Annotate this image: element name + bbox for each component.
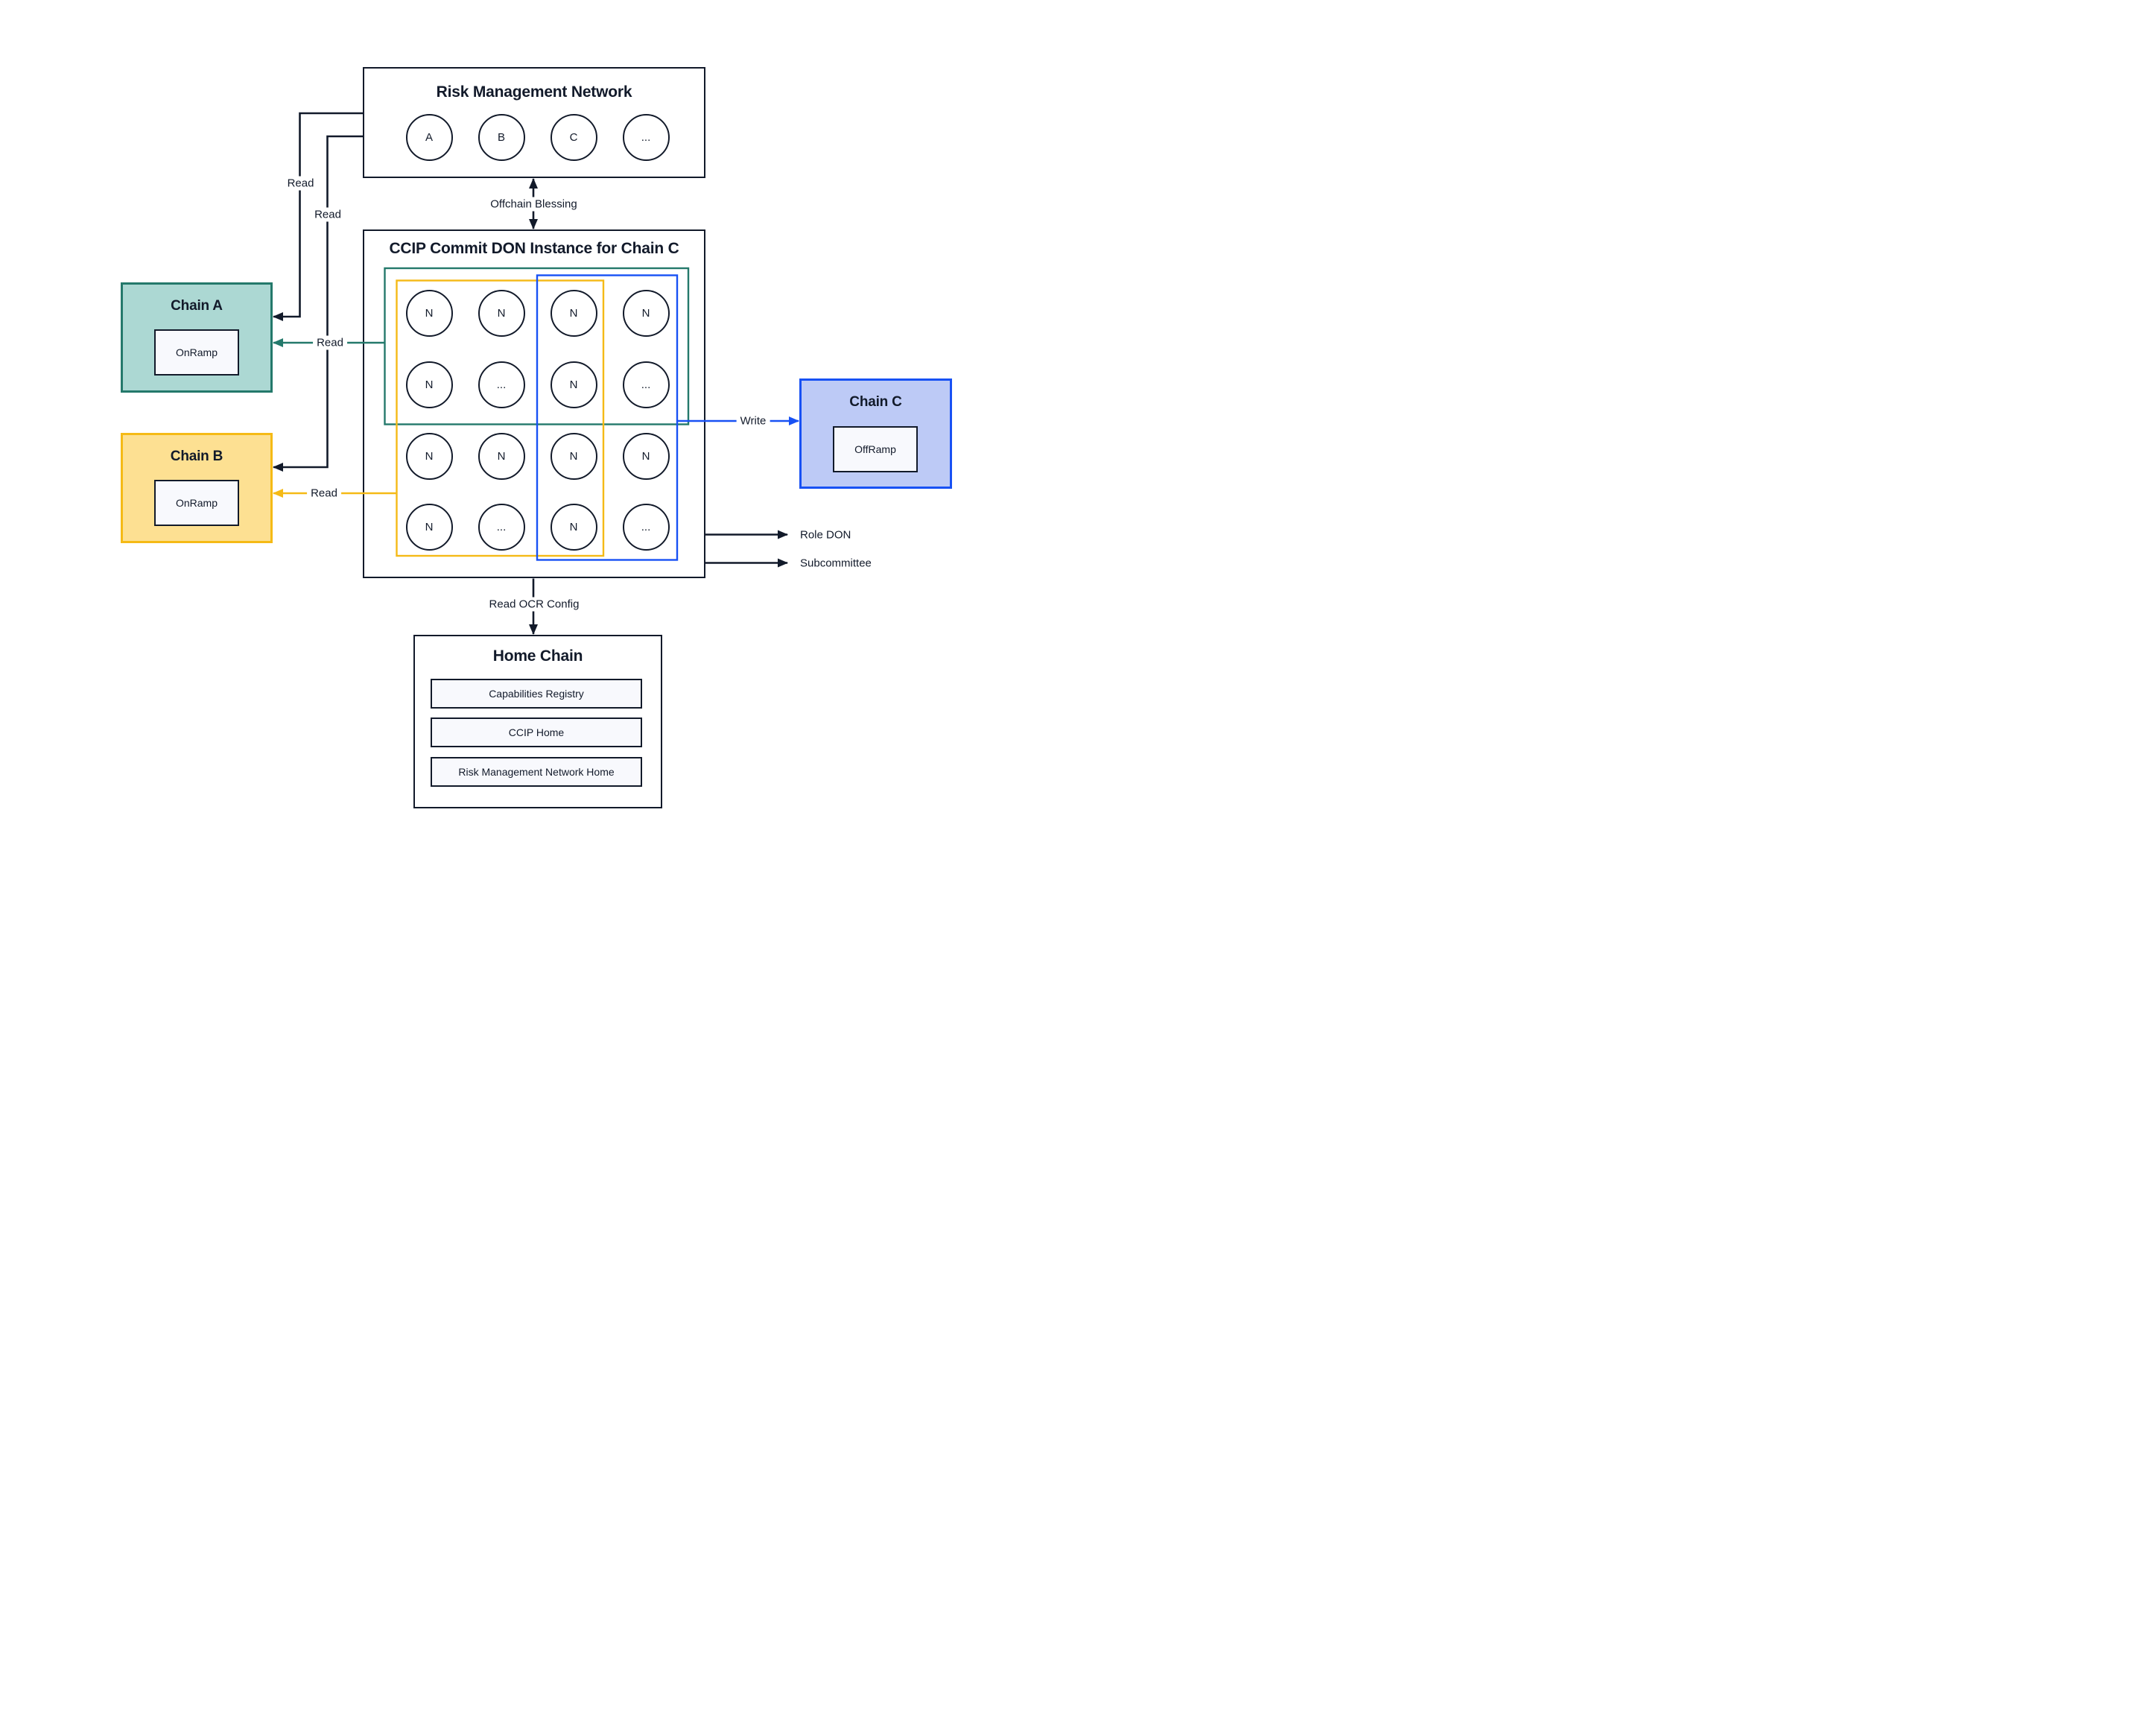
don-node-label: N [569,306,578,320]
don-node-label: N [425,378,434,391]
ccip-home-label: CCIP Home [508,726,565,738]
rmn-node-b-label: B [497,131,505,144]
home-chain-box: Home Chain Capabilities Registry CCIP Ho… [413,635,662,808]
don-node-label: N [641,449,650,463]
don-node-label: ... [641,520,651,533]
ccip-home-box: CCIP Home [431,717,642,747]
rmn-title: Risk Management Network [436,83,632,101]
label-role-don: Role DON [800,528,851,541]
label-read-don-a: Read [313,335,347,350]
don-node-label: ... [496,520,507,533]
don-node-r4c3: N [550,503,597,551]
don-node-r2c4: ... [622,361,670,408]
don-node-label: ... [641,378,651,391]
don-node-r2c1: N [405,361,453,408]
label-offchain-blessing: Offchain Blessing [486,197,581,212]
home-chain-title: Home Chain [492,647,583,665]
capabilities-registry-box: Capabilities Registry [431,679,642,709]
chain-c-offramp-label: OffRamp [854,443,896,455]
don-node-label: N [569,449,578,463]
label-subcommittee: Subcommittee [800,557,872,569]
don-node-label: N [641,306,650,320]
label-write: Write [736,414,770,428]
risk-management-network-box: Risk Management Network A B C ... [363,67,705,178]
don-node-label: N [569,520,578,533]
rmn-node-a-label: A [425,131,433,144]
don-node-label: N [425,520,434,533]
don-node-label: N [425,449,434,463]
don-node-label: N [497,449,506,463]
chain-c-offramp: OffRamp [833,426,918,472]
don-node-r2c3: N [550,361,597,408]
rmn-node-a: A [405,114,453,161]
don-node-r4c2: ... [478,503,525,551]
chain-b-onramp: OnRamp [154,480,239,526]
don-node-r1c2: N [478,289,525,337]
don-node-r2c2: ... [478,361,525,408]
don-node-label: N [569,378,578,391]
capabilities-registry-label: Capabilities Registry [489,688,584,700]
rmn-node-c-label: C [569,131,578,144]
chain-c-title: Chain C [849,394,902,410]
don-node-r1c3: N [550,289,597,337]
don-node-r3c4: N [622,432,670,480]
don-node-r4c1: N [405,503,453,551]
chain-b-title: Chain B [170,449,223,464]
label-read-ocr-config: Read OCR Config [485,597,583,612]
chain-a-onramp-label: OnRamp [175,346,218,358]
chain-a-onramp: OnRamp [154,329,239,376]
don-node-r3c2: N [478,432,525,480]
label-read-rmn-b: Read [311,207,345,222]
chain-b-onramp-label: OnRamp [175,497,218,509]
rmn-node-more-label: ... [641,131,651,144]
don-node-r3c3: N [550,432,597,480]
ccip-don-title: CCIP Commit DON Instance for Chain C [389,240,679,257]
rmn-node-c: C [550,114,597,161]
don-node-label: N [425,306,434,320]
rmn-home-box: Risk Management Network Home [431,757,642,787]
rmn-node-more: ... [622,114,670,161]
rmn-node-b: B [478,114,525,161]
ccip-architecture-diagram: Risk Management Network A B C ... CCIP C… [0,0,1068,868]
label-read-don-b: Read [307,486,341,501]
don-node-r3c1: N [405,432,453,480]
label-read-rmn-a: Read [283,176,318,191]
don-node-r4c4: ... [622,503,670,551]
don-node-label: ... [496,378,507,391]
don-node-r1c1: N [405,289,453,337]
rmn-home-label: Risk Management Network Home [458,766,615,778]
chain-a-title: Chain A [171,298,223,314]
don-node-r1c4: N [622,289,670,337]
ccip-commit-don-box: CCIP Commit DON Instance for Chain C N N… [363,229,705,578]
don-node-label: N [497,306,506,320]
